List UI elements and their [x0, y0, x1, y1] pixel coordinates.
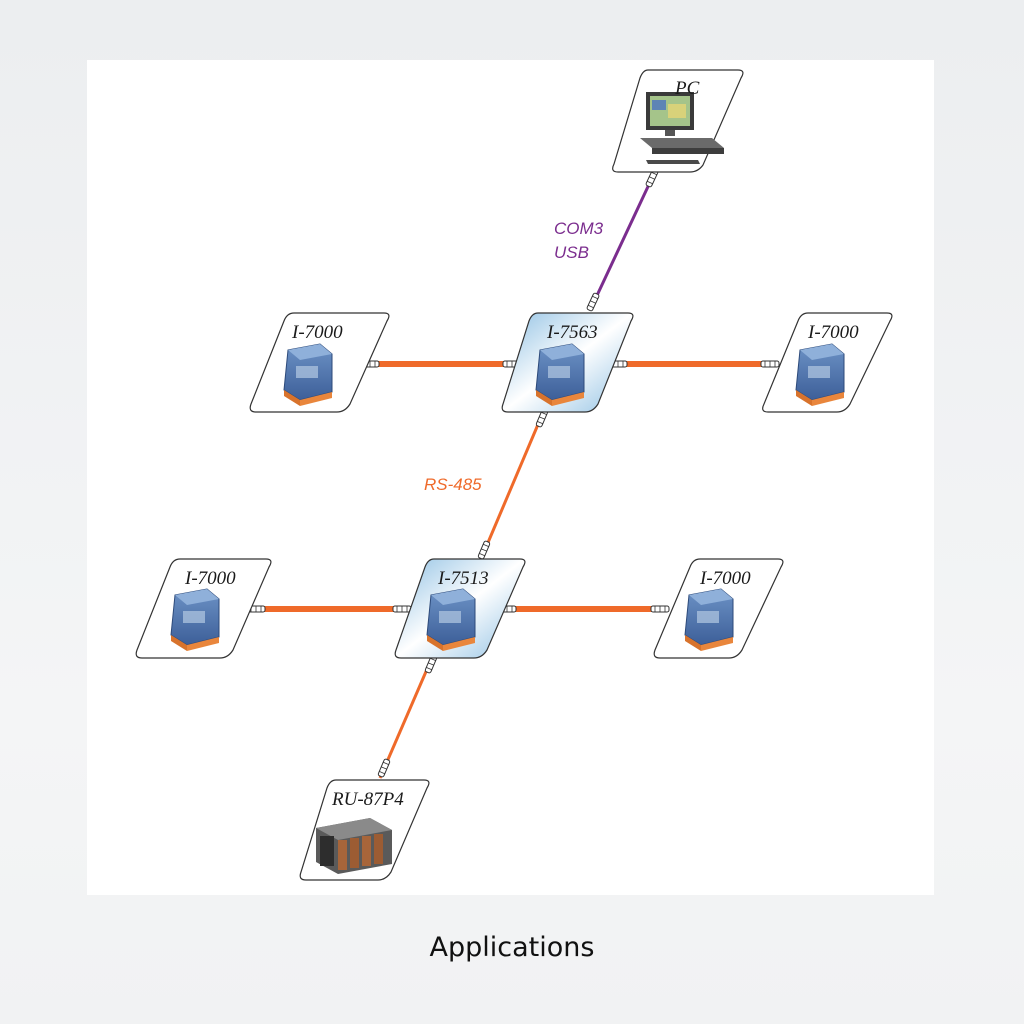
- connector-icon: [377, 758, 391, 778]
- node-i7000-top-left: I-7000: [249, 312, 390, 413]
- i7513-label: I-7513: [437, 568, 489, 589]
- node-i7000-mid-right: I-7000: [653, 558, 784, 659]
- i7563-label: I-7563: [546, 322, 598, 343]
- i7000-label: I-7000: [807, 322, 859, 343]
- node-i7513: I-7513: [394, 558, 526, 659]
- io-module-icon: [684, 588, 734, 652]
- node-i7000-top-right: I-7000: [762, 312, 893, 413]
- pc-icon: [640, 92, 724, 164]
- rs485-cable-lower: [378, 659, 433, 779]
- i7000-label: I-7000: [699, 568, 751, 589]
- expansion-unit-icon: [316, 818, 392, 874]
- diagram-canvas: [87, 60, 934, 895]
- node-pc: PC: [612, 69, 744, 173]
- i7000-label: I-7000: [291, 322, 343, 343]
- connector-icon: [585, 292, 601, 312]
- connector-icon: [477, 540, 491, 560]
- rs485-link-label: RS-485: [424, 475, 482, 494]
- node-i7000-mid-left: I-7000: [135, 558, 272, 659]
- usb-cable: [591, 177, 654, 305]
- connector-icon: [760, 360, 780, 368]
- io-module-icon: [170, 588, 220, 652]
- usb-link-label-line2: USB: [554, 243, 589, 262]
- caption: Applications: [429, 932, 595, 963]
- rs485-cable-upper: [482, 414, 544, 553]
- converter-module-icon: [535, 343, 585, 407]
- io-module-icon: [795, 343, 845, 407]
- ru87p4-label: RU-87P4: [331, 789, 404, 810]
- io-module-icon: [283, 343, 333, 407]
- node-ru87p4: RU-87P4: [299, 779, 430, 881]
- pc-label: PC: [674, 78, 700, 99]
- connector-icon: [392, 605, 412, 613]
- i7000-label: I-7000: [184, 568, 236, 589]
- connector-icon: [650, 605, 670, 613]
- node-i7563: I-7563: [501, 312, 634, 413]
- usb-link-label-line1: COM3: [554, 219, 604, 238]
- hub-module-icon: [426, 588, 476, 652]
